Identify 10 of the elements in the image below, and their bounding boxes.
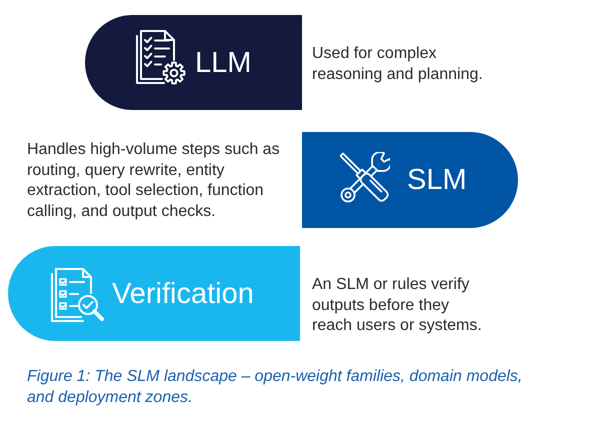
description-text: An SLM or rules verify outputs before they reach users or systems. (312, 275, 483, 336)
description-text: Handles high-volume steps such as routing, query rewrite, entity extraction, tool selection, function calling, and output checks. (27, 140, 281, 222)
banner-title: Verification (112, 278, 254, 308)
rounded-banner (85, 15, 302, 110)
rounded-banner (302, 132, 518, 228)
rounded-banner (8, 246, 300, 341)
description-text: Used for complex reasoning and planning. (312, 44, 484, 84)
figure-caption: Figure 1: The SLM landscape – open-weight families, domain models, and deployment zones. (27, 367, 524, 408)
banner-title: LLM (195, 48, 252, 78)
banner-title: SLM (407, 165, 467, 195)
